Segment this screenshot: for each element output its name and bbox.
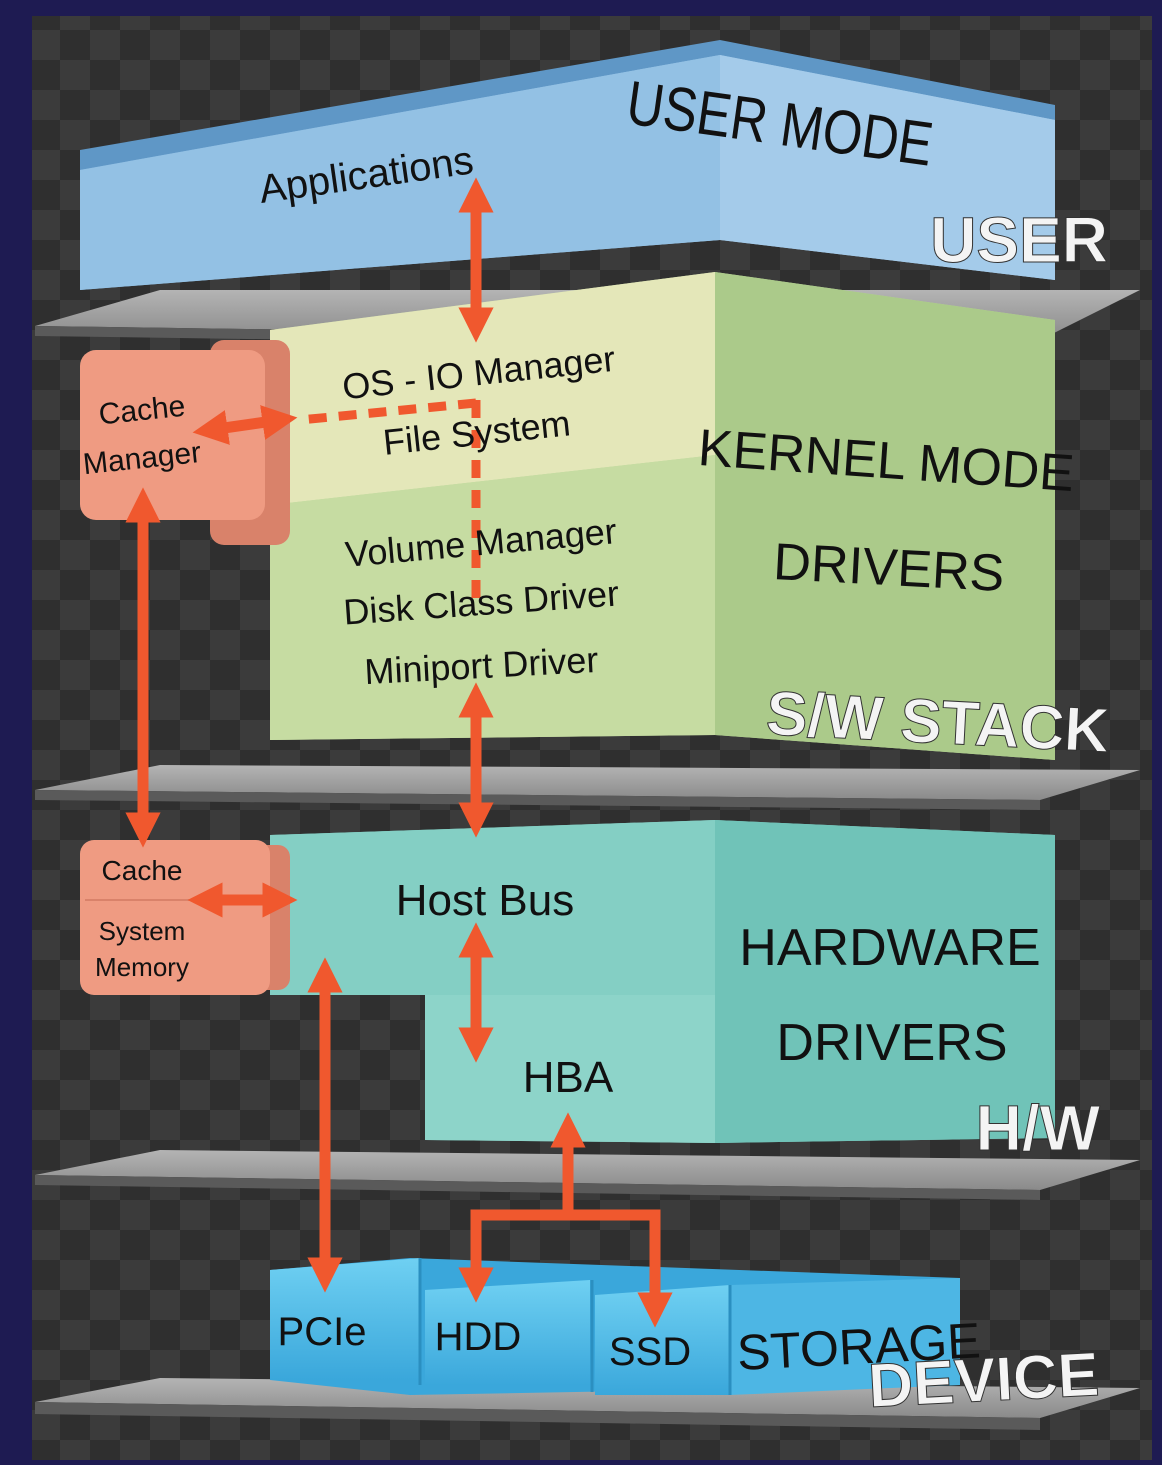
kernel-mode-title-2: DRIVERS <box>772 533 1006 603</box>
layer-label-hw: H/W <box>976 1092 1101 1164</box>
arrow-fs-cache <box>192 405 298 445</box>
kernel-side-face <box>715 272 1055 760</box>
driver-face <box>270 455 715 740</box>
hardware-title-1: HARDWARE <box>739 919 1040 977</box>
cache-label: Cache <box>102 855 183 886</box>
storage-side-box <box>730 1278 960 1395</box>
io-manager-face <box>270 272 715 505</box>
kernel-mode-block <box>270 272 1055 760</box>
hba-label: HBA <box>523 1053 614 1102</box>
arrows <box>125 177 673 1328</box>
platform-sw-stack <box>35 765 1140 810</box>
hardware-side-face <box>715 820 1055 1143</box>
hba-face <box>425 995 715 1143</box>
storage-title: STORAGE <box>736 1312 982 1381</box>
host-bus-label: Host Bus <box>396 876 575 925</box>
pcie-label: PCIe <box>278 1310 367 1354</box>
system-memory-label-1: System <box>99 916 186 946</box>
storage-devices <box>270 1258 960 1395</box>
arrow-hba-hdd-ssd <box>458 1209 673 1328</box>
hdd-label: HDD <box>435 1315 522 1359</box>
layer-label-device: DEVICE <box>867 1340 1101 1421</box>
system-memory-label-2: Memory <box>95 952 189 982</box>
ssd-label: SSD <box>609 1330 691 1374</box>
hardware-title-2: DRIVERS <box>776 1014 1007 1072</box>
host-bus-face <box>270 820 715 995</box>
user-mode-block <box>80 40 1055 290</box>
layer-label-user: USER <box>930 204 1108 276</box>
